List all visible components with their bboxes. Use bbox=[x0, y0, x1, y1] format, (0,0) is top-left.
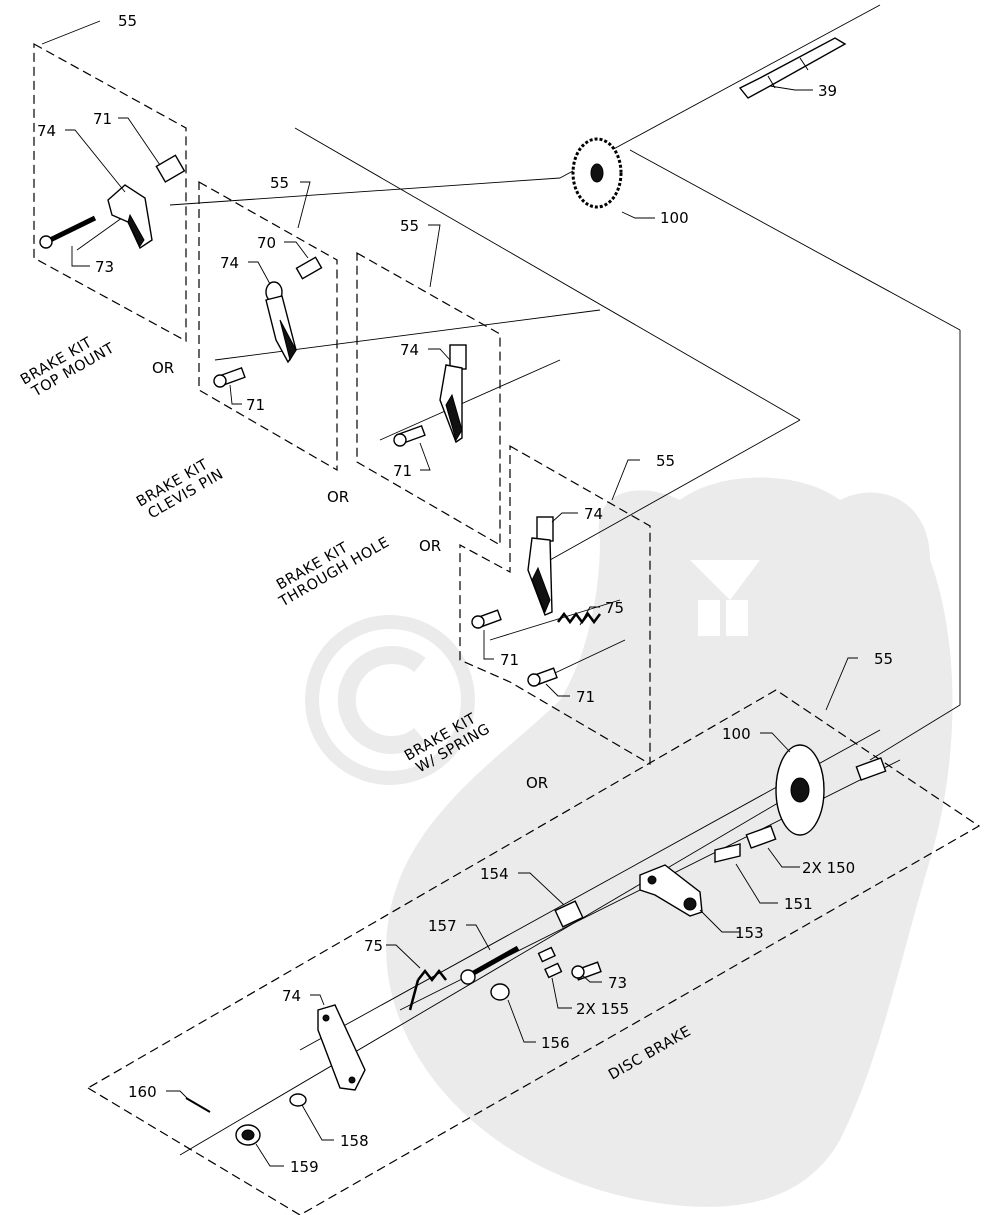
spring-75-disc bbox=[408, 968, 447, 1011]
callout-154: 154 bbox=[480, 865, 509, 883]
callout-71-top-mount: 71 bbox=[93, 110, 112, 128]
callout-151: 151 bbox=[784, 895, 813, 913]
shaft-39 bbox=[738, 37, 847, 99]
callout-74-clevis: 74 bbox=[220, 254, 239, 272]
callout-100-sprocket: 100 bbox=[660, 209, 689, 227]
sprocket-100 bbox=[571, 137, 623, 209]
washer-158 bbox=[289, 1093, 307, 1107]
callout-71-clevis: 71 bbox=[246, 396, 265, 414]
callout-153: 153 bbox=[735, 924, 764, 942]
nut-159 bbox=[235, 1124, 261, 1146]
callout-71-spring-b: 71 bbox=[576, 688, 595, 706]
plate-74-disc bbox=[317, 1004, 366, 1091]
callout-73-top-mount: 73 bbox=[95, 258, 114, 276]
nut-156 bbox=[490, 983, 510, 1001]
callout-55-spring: 55 bbox=[656, 452, 675, 470]
callout-71-spring-a: 71 bbox=[500, 651, 519, 669]
shim-151 bbox=[714, 843, 741, 863]
callout-labels: 55 71 74 73 39 100 55 70 74 71 55 74 71 … bbox=[37, 12, 893, 1176]
callout-156: 156 bbox=[541, 1034, 570, 1052]
brake-arm-74-top bbox=[107, 184, 153, 250]
brake-arm-74-spring bbox=[527, 516, 554, 616]
callout-leaders bbox=[41, 20, 858, 1167]
cotter-pin-160 bbox=[185, 1097, 211, 1113]
part-71-spacer bbox=[155, 154, 186, 183]
callout-55-clevis: 55 bbox=[270, 174, 289, 192]
disc-100 bbox=[775, 744, 825, 836]
callout-74-spring: 74 bbox=[584, 505, 603, 523]
bolt-73 bbox=[39, 215, 97, 249]
brake-arm-74-through bbox=[439, 344, 467, 444]
callout-74-through: 74 bbox=[400, 341, 419, 359]
bolt-73-disc bbox=[571, 961, 602, 981]
callout-39: 39 bbox=[818, 82, 837, 100]
callout-75-spring: 75 bbox=[605, 599, 624, 617]
or-label-4: OR bbox=[526, 774, 548, 792]
kit-spring-outline bbox=[459, 444, 651, 766]
kit-clevis-pin-outline bbox=[198, 180, 338, 472]
pads-150 bbox=[745, 757, 887, 849]
callout-75-disc: 75 bbox=[364, 937, 383, 955]
spring-75-kit bbox=[557, 611, 601, 625]
or-label-3: OR bbox=[419, 537, 441, 555]
callout-2x-155: 2X 155 bbox=[576, 1000, 629, 1018]
callout-55-disc: 55 bbox=[874, 650, 893, 668]
callout-55-top-mount: 55 bbox=[118, 12, 137, 30]
caliper-153 bbox=[639, 864, 703, 917]
callout-2x-150: 2X 150 bbox=[802, 859, 855, 877]
callout-160: 160 bbox=[128, 1083, 157, 1101]
callout-100-disc: 100 bbox=[722, 725, 751, 743]
kit-through-hole-outline bbox=[356, 251, 501, 547]
or-label-2: OR bbox=[327, 488, 349, 506]
kit-top-mount-outline bbox=[33, 42, 187, 343]
watermark-beaver-logo bbox=[386, 477, 953, 1207]
bolt-71-spring-a bbox=[471, 609, 502, 629]
bolt-71-through bbox=[393, 424, 426, 447]
bolt-157 bbox=[460, 945, 520, 985]
callout-73-disc: 73 bbox=[608, 974, 627, 992]
copyright-icon bbox=[305, 615, 475, 785]
kit-disc-brake-outline bbox=[86, 689, 981, 1215]
brake-arm-74-clevis bbox=[265, 281, 297, 364]
pin-70 bbox=[295, 256, 323, 280]
pins-155 bbox=[537, 946, 563, 979]
callout-71-through: 71 bbox=[393, 462, 412, 480]
or-label-1: OR bbox=[152, 359, 174, 377]
watermark-face-detail bbox=[690, 560, 760, 636]
callout-70: 70 bbox=[257, 234, 276, 252]
callout-74-top-mount: 74 bbox=[37, 122, 56, 140]
callout-158: 158 bbox=[340, 1132, 369, 1150]
callout-159: 159 bbox=[290, 1158, 319, 1176]
callout-74-disc: 74 bbox=[282, 987, 301, 1005]
spacer-154 bbox=[554, 900, 584, 928]
bolt-71-clevis bbox=[213, 366, 246, 388]
callout-55-through: 55 bbox=[400, 217, 419, 235]
callout-157: 157 bbox=[428, 917, 457, 935]
bolt-71-spring-b bbox=[527, 667, 558, 687]
